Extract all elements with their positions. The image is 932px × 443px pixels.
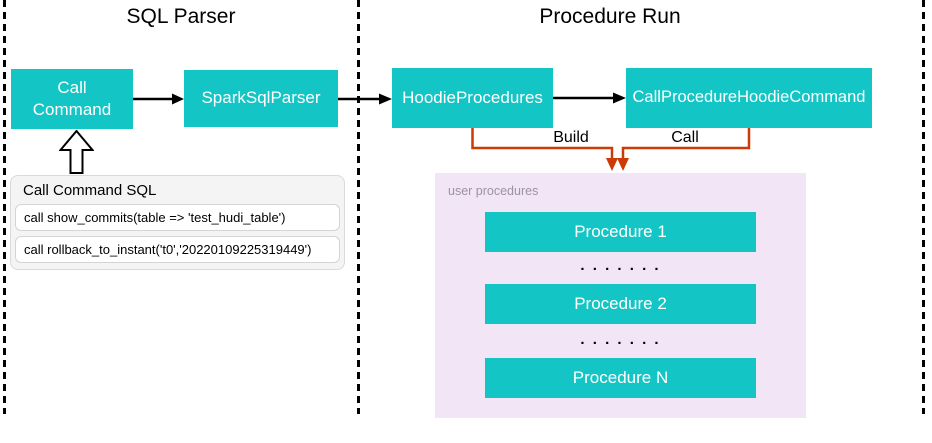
- node-call-procedure-hoodie-command: CallProcedureHoodieCommand: [626, 68, 872, 128]
- sql-example-header: Call Command SQL: [23, 182, 157, 199]
- flow-arrow-callcommand-to-parser-icon: [133, 93, 184, 105]
- section-title-sql-parser: SQL Parser: [126, 5, 236, 28]
- procedure-box-1: Procedure 1: [485, 212, 756, 252]
- node-call-command-line1: Call: [57, 77, 87, 97]
- user-procedures-panel: user procedures Procedure 1 . . . . . . …: [435, 173, 806, 418]
- procedure-box-2: Procedure 2: [485, 284, 756, 324]
- node-call-command-label: Call Command: [33, 77, 111, 121]
- dashed-border-middle: [357, 0, 360, 414]
- sql-example-row-rollback: call rollback_to_instant('t0','202201092…: [15, 236, 340, 263]
- connector-label-call: Call: [671, 129, 699, 146]
- connector-label-build: Build: [553, 129, 589, 146]
- node-call-command-line2: Command: [32, 100, 112, 119]
- dashed-border-right: [922, 0, 925, 414]
- sql-example-row-show-commits: call show_commits(table => 'test_hudi_ta…: [15, 204, 340, 231]
- flow-arrow-parser-to-procedures-icon: [338, 93, 392, 105]
- ellipsis-row-1: . . . . . . .: [580, 257, 661, 274]
- node-call-command: Call Command: [11, 69, 133, 129]
- dashed-border-left: [3, 0, 6, 414]
- node-spark-sql-parser: SparkSqlParser: [184, 70, 338, 127]
- node-hoodie-procedures: HoodieProcedures: [392, 68, 553, 128]
- procedure-box-n: Procedure N: [485, 358, 756, 398]
- ellipsis-row-2: . . . . . . .: [580, 331, 661, 348]
- section-title-procedure-run: Procedure Run: [539, 5, 681, 28]
- build-call-connectors-icon: [471, 128, 751, 171]
- user-procedures-label: user procedures: [448, 184, 539, 198]
- sql-example-panel: Call Command SQL call show_commits(table…: [10, 175, 345, 270]
- up-block-arrow-icon: [59, 130, 94, 174]
- flow-arrow-procedures-to-command-icon: [553, 92, 626, 104]
